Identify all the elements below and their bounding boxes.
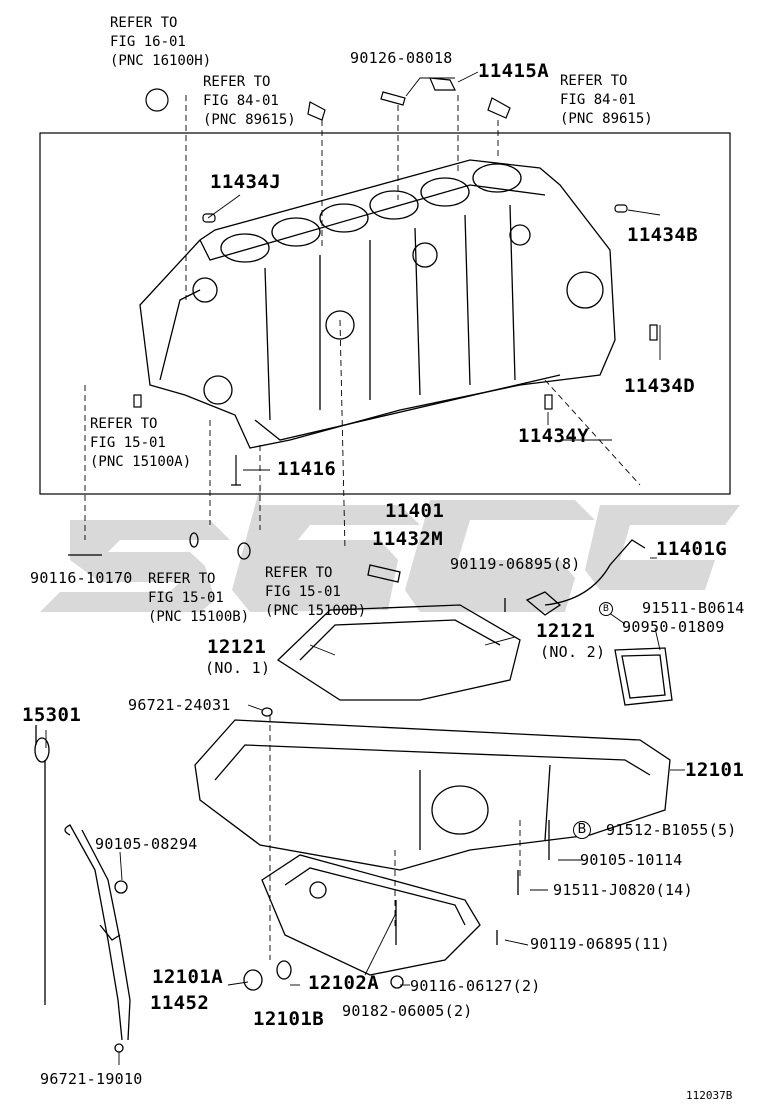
callout-b: B (573, 821, 591, 839)
part-91512-B1055: 91512-B1055(5) (606, 821, 737, 839)
part-11434B: 11434B (627, 224, 699, 246)
watermark-logo (40, 480, 740, 612)
part-12121-no2: 12121 (536, 620, 596, 642)
part-11401: 11401 (385, 500, 445, 522)
part-96721-19010: 96721-19010 (40, 1070, 143, 1088)
part-91511-B0614: 91511-B0614 (642, 599, 745, 617)
part-11434Y: 11434Y (518, 425, 590, 447)
part-91511-J0820: 91511-J0820(14) (553, 881, 693, 899)
dashed-lines (84, 95, 641, 960)
oil-pan-lower (261, 854, 481, 976)
small-parts-block (133, 77, 658, 486)
part-12121-no1-sub: (NO. 1) (205, 659, 271, 677)
part-12102A: 12102A (308, 972, 380, 994)
figure-id: 112037B (686, 1089, 733, 1102)
part-90119-06895-11: 90119-06895(11) (530, 935, 670, 953)
part-96721-24031: 96721-24031 (128, 696, 231, 714)
leader-lines (207, 71, 661, 471)
part-11432M: 11432M (372, 528, 444, 550)
part-90105-10114: 90105-10114 (580, 851, 683, 869)
part-12101B: 12101B (253, 1008, 325, 1030)
oil-pan-upper (194, 719, 671, 871)
part-11416: 11416 (277, 458, 337, 480)
baffle-plate-no1 (276, 604, 521, 701)
part-11434J: 11434J (210, 171, 282, 193)
part-12101: 12101 (685, 759, 745, 781)
part-12121-no1: 12121 (207, 636, 267, 658)
part-12121-no2-sub: (NO. 2) (540, 643, 606, 661)
part-90126-08018: 90126-08018 (350, 49, 453, 67)
gasket-90950 (614, 647, 673, 706)
part-90105-08294: 90105-08294 (95, 835, 198, 853)
part-15301: 15301 (22, 704, 82, 726)
part-90182-06005: 90182-06005(2) (342, 1002, 473, 1020)
dipstick-guide (64, 824, 131, 1041)
part-90116-06127: 90116-06127(2) (410, 977, 541, 995)
part-90116-10170: 90116-10170 (30, 569, 133, 587)
part-11401G: 11401G (656, 538, 728, 560)
part-11434D: 11434D (624, 375, 696, 397)
part-90119-06895-8: 90119-06895(8) (450, 555, 581, 573)
part-11415A: 11415A (478, 60, 550, 82)
part-12101A: 12101A (152, 966, 224, 988)
part-90950-01809: 90950-01809 (622, 618, 725, 636)
callout-b-small: B (599, 602, 613, 616)
cylinder-block-drawing (139, 159, 616, 449)
part-11452: 11452 (150, 992, 210, 1014)
lower-parts-drawing (34, 532, 673, 1053)
engine-block-frame (39, 132, 731, 495)
dipstick (35, 725, 46, 1005)
sensor-11401G (525, 539, 646, 616)
